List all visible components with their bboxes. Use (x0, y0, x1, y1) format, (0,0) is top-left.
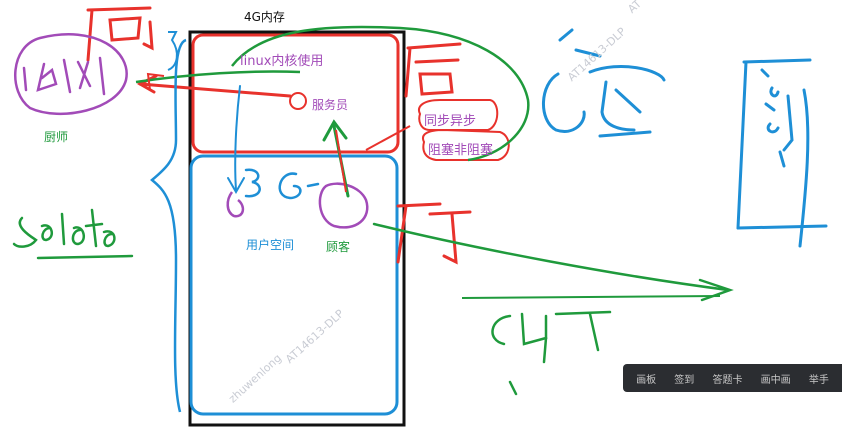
blue-cpu-scribble (542, 28, 666, 138)
red-bracket-kernel (146, 72, 165, 91)
floating-toolbar: 画板 签到 答题卡 画中画 举手 (623, 364, 842, 392)
kernel-space-box (191, 33, 400, 154)
three-g-label: 3G (262, 175, 263, 176)
green-arrow-left (135, 70, 301, 84)
blue-3g-scribble (244, 168, 320, 200)
chef-label: 厨师 (44, 130, 69, 144)
red-scribble-hou (404, 42, 462, 98)
memory-label: 4G内存 (244, 10, 285, 24)
red-arrow-up (335, 129, 347, 193)
customer-label: 顾客 (326, 240, 351, 254)
blocking-label: 阻塞非阻塞 (428, 143, 494, 158)
blue-arrow-down (227, 85, 245, 195)
sync-async-label: 同步异步 (424, 114, 477, 129)
blue-curl-top (167, 31, 178, 71)
green-long-arrow (372, 222, 734, 302)
toolbar-raise-hand-button[interactable]: 举手 (808, 374, 829, 386)
blocking-highlight (422, 128, 510, 161)
waiter-circle (289, 92, 307, 110)
chef-scribble (22, 56, 106, 96)
green-select-scribble (12, 208, 134, 260)
user-space-label: 用户空间 (246, 238, 295, 252)
sync-async-highlight (418, 99, 499, 131)
kernel-label: linux内核使用 (240, 54, 324, 69)
blue-bracket-left (150, 38, 187, 413)
customer-circle (318, 182, 369, 229)
chef-circle (14, 33, 128, 115)
toolbar-checkin-button[interactable]: 签到 (674, 374, 695, 386)
green-line-lower (461, 295, 721, 299)
waiter-label: 服务员 (312, 98, 349, 112)
green-cy-scribble (491, 310, 612, 396)
blue-right-box (736, 58, 828, 248)
toolbar-pip-button[interactable]: 画中画 (760, 374, 791, 386)
green-arc (231, 25, 530, 162)
toolbar-answer-card-button[interactable]: 答题卡 (712, 374, 743, 386)
toolbar-whiteboard-button[interactable]: 画板 (636, 374, 657, 386)
red-connector (365, 125, 411, 151)
three-g-curve (226, 191, 245, 218)
user-space-box (189, 154, 399, 416)
red-scribble-ting (396, 202, 472, 265)
red-scribble-chu (86, 6, 154, 62)
